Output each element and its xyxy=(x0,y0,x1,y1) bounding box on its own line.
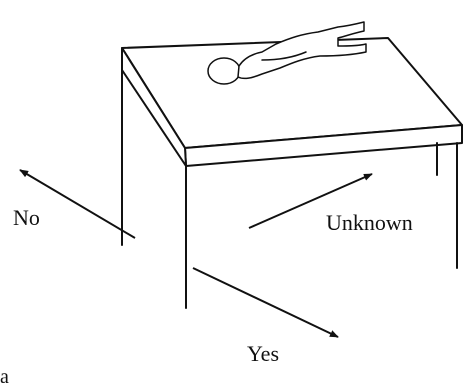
arrow-yes xyxy=(192,267,339,338)
arrow-no xyxy=(19,169,136,239)
label-unknown: Unknown xyxy=(326,210,413,235)
body-torso-legs xyxy=(237,21,367,80)
table-drawing xyxy=(121,37,463,309)
label-yes: Yes xyxy=(247,341,279,366)
arrows xyxy=(19,169,373,338)
body-head xyxy=(207,57,241,85)
arrow-unknown xyxy=(248,173,373,229)
body-arm xyxy=(261,51,307,61)
label-no: No xyxy=(13,205,40,230)
body-figure xyxy=(207,21,367,85)
panel-letter: a xyxy=(0,366,9,388)
